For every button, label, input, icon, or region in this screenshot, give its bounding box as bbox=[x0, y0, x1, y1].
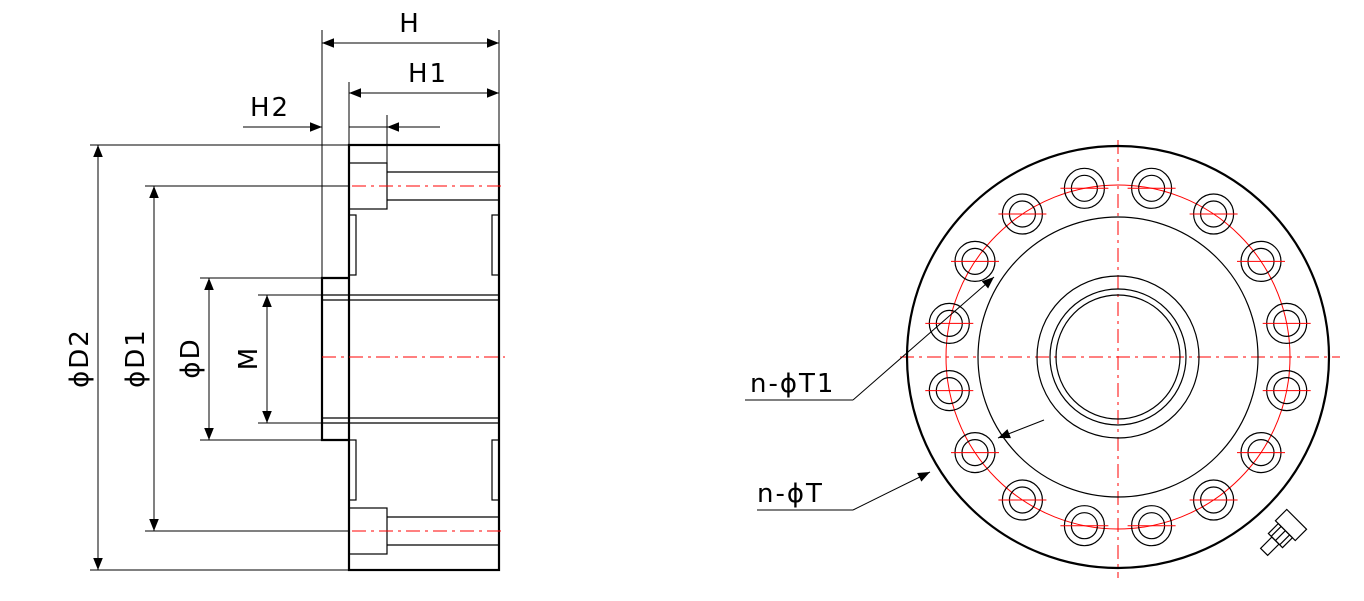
bolt-hole bbox=[1127, 167, 1176, 209]
leader-T1 bbox=[852, 276, 995, 401]
front-view: n-ϕT1 n-ϕT bbox=[745, 140, 1340, 578]
bolt-hole bbox=[1189, 193, 1238, 235]
bolt-hole bbox=[951, 240, 999, 282]
label-D2: ϕD2 bbox=[65, 328, 95, 388]
bolt-hole bbox=[951, 432, 999, 474]
spigot-outline bbox=[320, 276, 349, 442]
label-D1: ϕD1 bbox=[121, 328, 151, 388]
bolt-hole bbox=[998, 193, 1047, 235]
groove-left-bottom bbox=[348, 439, 357, 501]
bolt-hole bbox=[1127, 505, 1176, 547]
bolt-hole bbox=[1060, 505, 1109, 547]
groove-left-top bbox=[348, 214, 357, 276]
label-H1: H1 bbox=[408, 59, 448, 89]
inner-body bbox=[977, 216, 1259, 498]
label-D: ϕD bbox=[176, 337, 206, 378]
bolt-hole bbox=[925, 370, 974, 412]
label-T1: n-ϕT1 bbox=[750, 369, 835, 399]
groove-right-top bbox=[491, 214, 500, 276]
bolt-hole bbox=[1189, 479, 1238, 521]
bolt-hole bbox=[1262, 370, 1311, 412]
bolt-hole bbox=[1060, 167, 1109, 209]
bolt-hole bbox=[998, 479, 1047, 521]
bolt-hole bbox=[1262, 302, 1311, 344]
bolt-circle bbox=[945, 184, 1291, 530]
bolt-holes bbox=[925, 167, 1311, 547]
flange-outer bbox=[905, 144, 1331, 570]
side-view: H H1 H2 ϕD2 ϕD1 ϕD M bbox=[65, 9, 505, 572]
bolt-hole bbox=[1237, 432, 1285, 474]
label-H: H bbox=[399, 9, 421, 39]
label-T: n-ϕT bbox=[757, 479, 824, 509]
bore-middle bbox=[1049, 288, 1187, 426]
bolt-hole bbox=[925, 302, 974, 344]
cable-gland bbox=[1259, 508, 1308, 557]
label-H2: H2 bbox=[250, 93, 290, 123]
bolt-hole bbox=[1237, 240, 1285, 282]
leader-T bbox=[852, 471, 931, 511]
bore-outer bbox=[1036, 275, 1200, 439]
groove-right-bottom bbox=[491, 439, 500, 501]
bore-inner bbox=[1055, 294, 1181, 420]
label-M: M bbox=[234, 346, 264, 370]
